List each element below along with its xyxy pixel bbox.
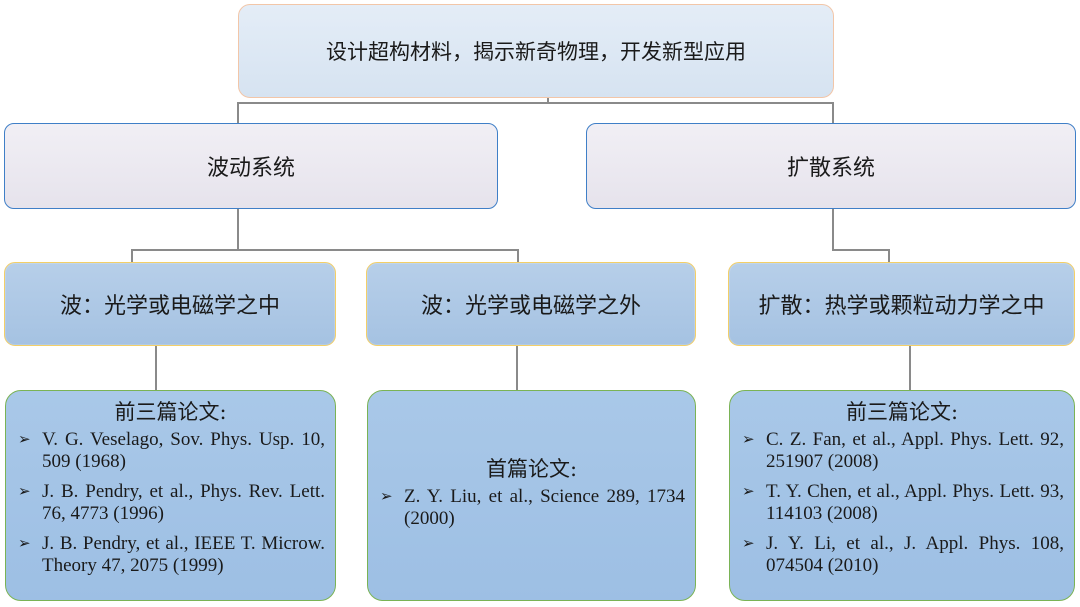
papers-heading: 前三篇论文: bbox=[114, 400, 227, 424]
category-wave-beyond-label: 波：光学或电磁学之外 bbox=[420, 294, 641, 319]
connector-wave-left bbox=[131, 249, 133, 263]
reference-item: ➢Z. Y. Liu, et al., Science 289, 1734 (2… bbox=[380, 485, 685, 529]
root-node: 设计超构材料，揭示新奇物理，开发新型应用 bbox=[238, 4, 834, 98]
connector-cat3-down bbox=[909, 345, 911, 391]
reference-item: ➢J. B. Pendry, et al., Phys. Rev. Lett. … bbox=[18, 481, 325, 524]
connector-diffusion-down bbox=[832, 208, 834, 250]
arrow-bullet-icon: ➢ bbox=[18, 432, 31, 448]
diffusion-system-label: 扩散系统 bbox=[786, 156, 875, 181]
connector-diffusion-child bbox=[888, 249, 890, 263]
papers-wave-optics-box: 前三篇论文: ➢V. G. Veselago, Sov. Phys. Usp. … bbox=[5, 390, 336, 601]
category-diffusion-node: 扩散：热学或颗粒动力学之中 bbox=[728, 262, 1075, 346]
connector-diffusion-horizontal bbox=[832, 249, 889, 251]
arrow-bullet-icon: ➢ bbox=[742, 536, 755, 552]
reference-item: ➢T. Y. Chen, et al., Appl. Phys. Lett. 9… bbox=[742, 481, 1064, 524]
connector-wave-horizontal bbox=[131, 249, 518, 251]
reference-item: ➢J. Y. Li, et al., J. Appl. Phys. 108, 0… bbox=[742, 533, 1064, 576]
papers-wave-beyond-box: 首篇论文: ➢Z. Y. Liu, et al., Science 289, 1… bbox=[367, 390, 696, 601]
root-label: 设计超构材料，揭示新奇物理，开发新型应用 bbox=[326, 40, 746, 64]
papers-diffusion-box: 前三篇论文: ➢C. Z. Fan, et al., Appl. Phys. L… bbox=[729, 390, 1075, 601]
papers-heading: 首篇论文: bbox=[485, 456, 578, 481]
connector-wave-up bbox=[237, 102, 239, 124]
connector-cat2-down bbox=[516, 345, 518, 391]
reference-item: ➢C. Z. Fan, et al., Appl. Phys. Lett. 92… bbox=[742, 429, 1064, 472]
arrow-bullet-icon: ➢ bbox=[742, 484, 755, 500]
arrow-bullet-icon: ➢ bbox=[380, 488, 393, 505]
papers-heading: 前三篇论文: bbox=[845, 400, 959, 424]
arrow-bullet-icon: ➢ bbox=[18, 484, 31, 500]
category-wave-optics-label: 波：光学或电磁学之中 bbox=[59, 294, 280, 319]
connector-diffusion-up bbox=[832, 102, 834, 124]
category-diffusion-label: 扩散：热学或颗粒动力学之中 bbox=[758, 294, 1045, 319]
arrow-bullet-icon: ➢ bbox=[18, 536, 31, 552]
reference-item: ➢V. G. Veselago, Sov. Phys. Usp. 10, 509… bbox=[18, 429, 325, 472]
arrow-bullet-icon: ➢ bbox=[742, 432, 755, 448]
wave-system-label: 波动系统 bbox=[206, 156, 295, 181]
connector-wave-down bbox=[237, 208, 239, 250]
connector-root-horizontal bbox=[237, 102, 833, 104]
connector-cat1-down bbox=[155, 345, 157, 391]
wave-system-node: 波动系统 bbox=[4, 123, 498, 209]
category-wave-beyond-node: 波：光学或电磁学之外 bbox=[366, 262, 696, 346]
reference-item: ➢J. B. Pendry, et al., IEEE T. Microw. T… bbox=[18, 533, 325, 576]
connector-wave-right bbox=[517, 249, 519, 263]
connector-root-down bbox=[547, 97, 549, 103]
diffusion-system-node: 扩散系统 bbox=[586, 123, 1076, 209]
category-wave-optics-node: 波：光学或电磁学之中 bbox=[4, 262, 336, 346]
